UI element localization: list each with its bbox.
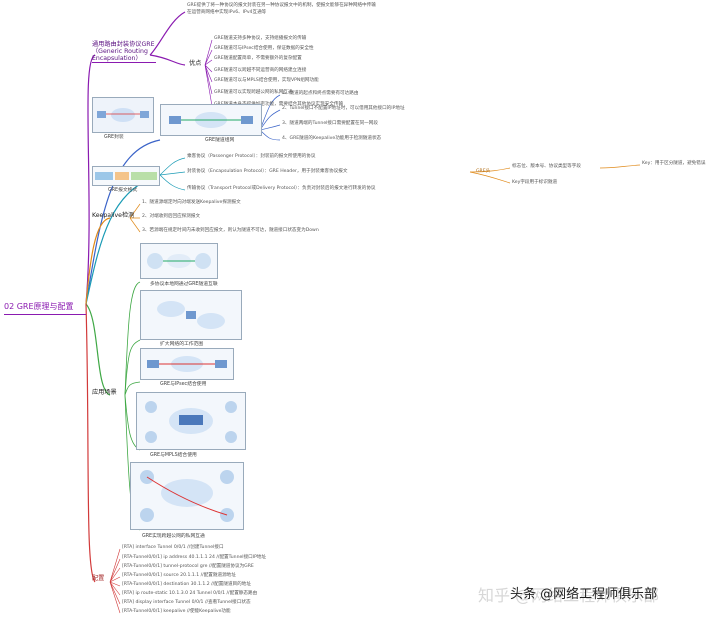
gre-feature-item: GRE隧道可以与MPLS结合使用，实现VPN组网功能 — [214, 78, 319, 83]
scenario-thumbnail — [140, 348, 234, 380]
scenario-caption: 多协议本地网通过GRE隧道互联 — [150, 282, 218, 287]
config-command: [RTA-Tunnel0/0/1] keepalive //使能Keepaliv… — [122, 609, 231, 614]
watermark: 头条 @网络工程师俱乐部 — [510, 587, 658, 602]
gre-header-note: Key字段用于标识隧道 — [512, 180, 558, 185]
keepalive-item: 3、若源端在规定时间内未收到回应报文，则认为隧道不可达，隧道接口状态变为Down — [142, 228, 319, 233]
transport-protocol: 传输协议（Transport Protocol或Delivery Protoco… — [187, 186, 376, 191]
gre-feature-item: GRE隧道配置简单，不需要额外的复杂配置 — [214, 56, 302, 61]
config-command: [RTA-Tunnel0/0/1] ip address 40.1.1.1 24… — [122, 555, 267, 560]
scenario-caption: GRE与MPLS结合使用 — [150, 453, 197, 458]
gre-feature-item: GRE隧道本身不提供加密功能，需要结合其他协议实现安全传输 — [214, 102, 344, 107]
config-command: [RTA] display interface Tunnel 0/0/1 //查… — [122, 600, 251, 605]
scenario-thumbnail — [140, 290, 242, 340]
gre-feature-item: GRE隧道支持多种协议，支持组播报文的传输 — [214, 36, 307, 41]
scene-caption: GRE封装 — [104, 135, 124, 140]
encapsulation-protocol: 封装协议（Encapsulation Protocol）：GRE Header，… — [187, 169, 348, 174]
application-label: 应用场景 — [92, 389, 117, 396]
scenario-thumbnail — [130, 462, 244, 530]
keepalive-item: 2、对端收到后回应探测报文 — [142, 214, 201, 219]
scenario-caption: GRE实现跨越公网的私网互通 — [142, 534, 205, 539]
keepalive-label: Keepalive检测 — [92, 212, 135, 219]
gre-feature-item: GRE隧道可以跨越不同运营商的网络建立连接 — [214, 68, 307, 73]
config-label: 配置 — [92, 575, 105, 582]
gre-intro-line: 在运营商网络中实现IPv6、IPv4互通等 — [187, 10, 267, 15]
gre-header-note: 标志位、版本号、协议类型等字段 — [512, 164, 581, 169]
watermark-faint: 知乎 @网络工程师俱乐部 — [478, 586, 660, 605]
encap-caption: GRE报文格式 — [108, 188, 138, 193]
scenario-thumbnail — [140, 243, 218, 279]
scenario-caption: GRE与IPsec结合使用 — [160, 382, 207, 387]
scene-item: 1、隧道的起点和终点需要有可达路由 — [282, 91, 359, 96]
config-command: [RTA-Tunnel0/0/1] tunnel-protocol gre //… — [122, 564, 254, 569]
passenger-protocol: 乘客协议（Passenger Protocol）：封装前的报文所使用的协议 — [187, 154, 316, 159]
gre-tunnel-network-thumbnail — [160, 104, 262, 136]
config-command: [RTA-Tunnel0/0/1] source 20.1.1.1 //配置隧道… — [122, 573, 236, 578]
gre-topology-thumbnail — [92, 97, 154, 133]
scenario-thumbnail — [136, 392, 246, 450]
gre-packet-format-thumbnail — [92, 166, 160, 186]
gre-features-label: 优点 — [189, 60, 202, 67]
scene-item: 3、隧道两端的Tunnel接口需要配置在同一网段 — [282, 121, 378, 126]
scene-item: 4、GRE隧道的Keepalive功能用于检测隧道状态 — [282, 136, 382, 141]
gre-key-note: Key：用于区分隧道，避免错误 — [642, 161, 706, 166]
config-command: [RTA-Tunnel0/0/1] destination 30.1.1.2 /… — [122, 582, 251, 587]
gre-feature-item: GRE隧道可与IPsec结合使用，保证数据的安全性 — [214, 46, 314, 51]
gre-branch-label: 通用路由封装协议GRE（Generic Routing Encapsulatio… — [92, 41, 156, 64]
config-command: [RTA] interface Tunnel 0/0/1 //创建Tunnel接… — [122, 545, 224, 550]
config-command: [RTA] ip route-static 10.1.3.0 24 Tunnel… — [122, 591, 258, 596]
gre-feature-item: GRE隧道可以实现跨越公网的私网互通 — [214, 90, 293, 95]
root-node: 02 GRE原理与配置 — [4, 299, 86, 315]
keepalive-item: 1、隧道源端定时向对端发送Keepalive探测报文 — [142, 200, 241, 205]
scene-item: 2、Tunnel接口不配置IP地址时，可以借用其他接口的IP地址 — [282, 106, 405, 111]
gre-intro-line: GRE提供了将一种协议的报文封装在另一种协议报文中的机制，使报文能够在异种网络中… — [187, 3, 376, 8]
gre-header-label: GRE头 — [476, 169, 491, 174]
scenario-caption: 扩大网络的工作范围 — [160, 342, 204, 347]
scene-caption: GRE隧道组网 — [205, 138, 235, 143]
